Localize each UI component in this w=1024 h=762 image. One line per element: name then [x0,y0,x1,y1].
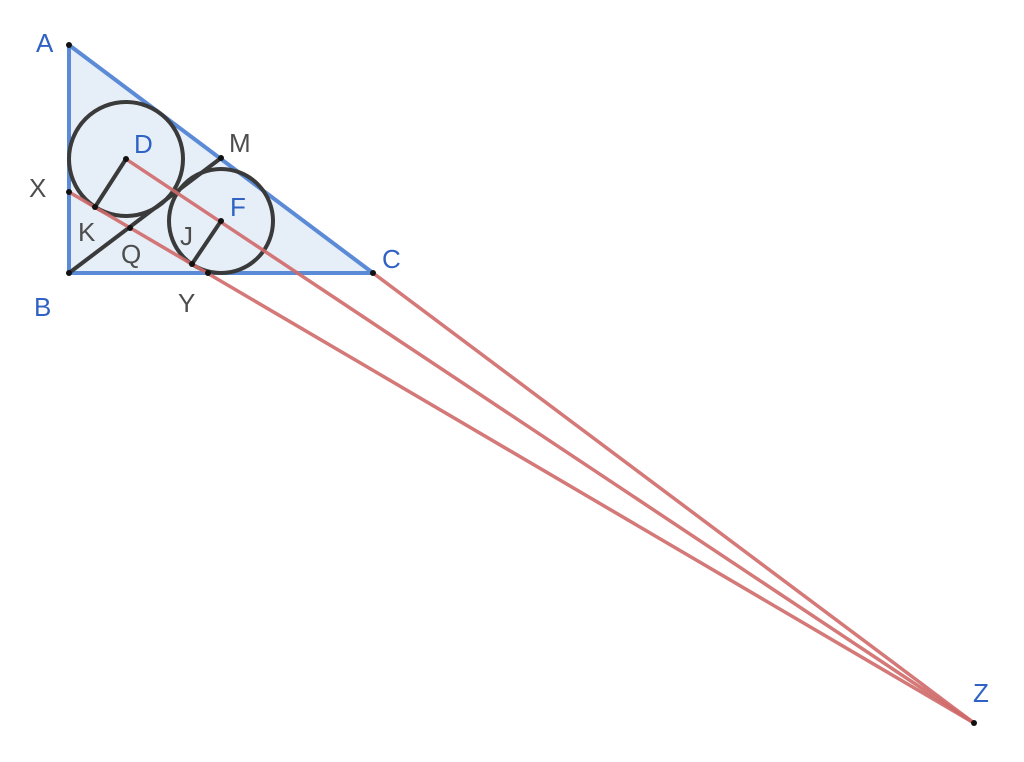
points [66,42,977,726]
label-x: X [29,173,46,203]
label-f: F [230,192,246,222]
label-k: K [78,217,96,247]
label-b: B [34,292,51,322]
point-y [205,270,211,276]
point-j [189,261,195,267]
point-f [218,218,224,224]
point-z [971,720,977,726]
circle-f [167,167,275,275]
circle-d [67,100,185,218]
point-a [66,42,72,48]
point-c [370,270,376,276]
point-d [123,156,129,162]
label-q: Q [121,239,141,269]
line-cz [371,271,976,725]
point-m [218,155,224,161]
segment-fj [190,219,223,266]
label-j: J [180,221,193,251]
segment-dk [93,157,128,209]
line-xz [68,190,975,725]
label-a: A [36,28,54,58]
point-k [92,204,98,210]
point-q [127,225,133,231]
point-b [66,270,72,276]
label-y: Y [178,288,195,318]
label-z: Z [973,678,989,708]
label-d: D [134,129,153,159]
label-m: M [229,128,251,158]
label-c: C [382,244,401,274]
line-dz [125,157,975,725]
point-x [66,189,72,195]
